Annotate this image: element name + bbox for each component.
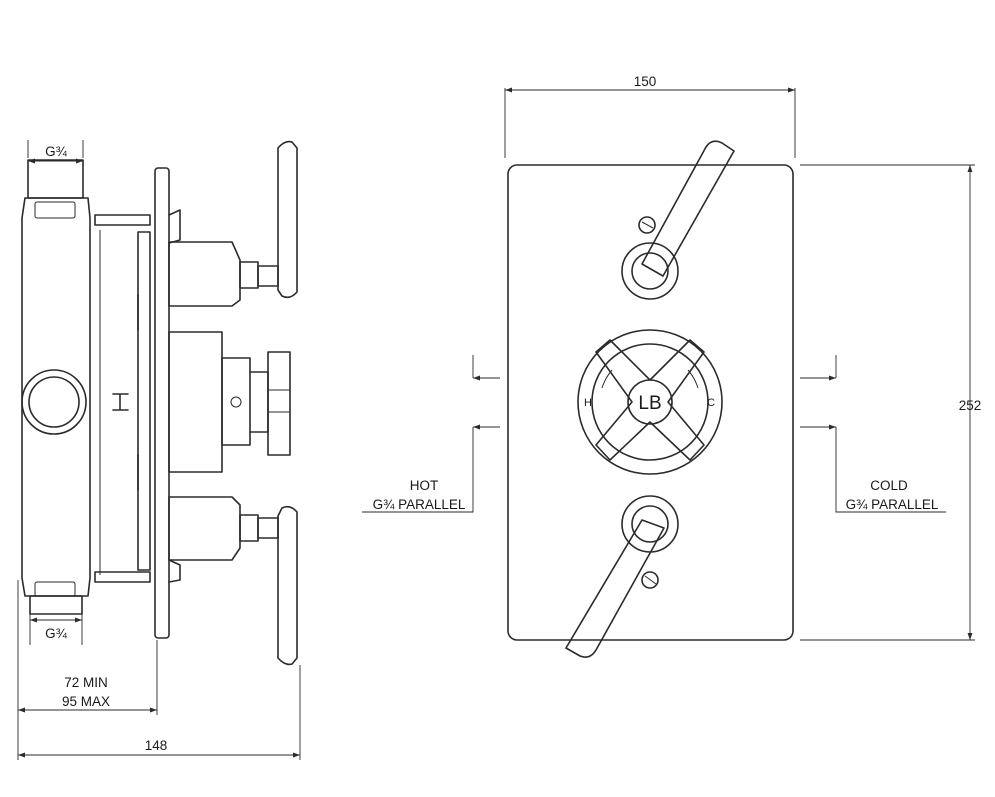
upper-knob-stem [239,261,259,289]
front-plate [507,164,794,641]
svg-text:COLD: COLD [870,478,908,493]
front-view: LB H C 150 252 [362,74,982,658]
lower-hub [631,505,669,543]
cold-inlet-callout: COLD G¾ PARALLEL [800,355,946,513]
cross-handle-side [267,351,291,456]
svg-text:G¾: G¾ [45,626,68,641]
dial-hot-mark: H [584,397,592,409]
upper-screw-slot [641,221,654,229]
lower-screw-slot [644,575,657,585]
plate-bosses [168,209,181,583]
svg-text:150: 150 [634,74,657,89]
upper-hub [631,252,669,290]
bottom-bolt [94,571,151,583]
dim-bottom-connection: G¾ [29,614,83,645]
lower-escutcheon [621,495,679,553]
brand-logo: LB [638,393,661,414]
dial-outer-ring [577,329,723,475]
thermostatic-dial: LB H C [577,329,723,475]
dim-top-connection: G¾ [27,140,84,164]
cross-handle-arms [268,389,290,413]
bottom-port-recess [34,581,76,597]
upper-lever [641,140,735,277]
inlet-boss-inner [28,376,80,428]
lower-lever-side [277,505,298,666]
upper-escutcheon [621,242,679,300]
top-bolt [94,214,151,226]
cover-plate [154,167,170,639]
dial-scale-marks [601,369,699,389]
svg-text:G¾ PARALLEL: G¾ PARALLEL [846,497,939,512]
hot-marker [112,393,129,411]
lower-flow-control [565,495,679,658]
dim-depth-range: 72 MIN 95 MAX [17,580,158,760]
dim-plate-height: 252 [800,164,982,641]
svg-text:148: 148 [145,738,168,753]
top-connection-stub [27,159,84,199]
top-port-recess [34,201,76,219]
rough-in-plate [137,231,151,571]
upper-flow-control [621,140,735,300]
bottom-connection-stub [29,595,83,615]
thermo-stem [221,357,251,446]
svg-text:72 MIN: 72 MIN [64,675,108,690]
svg-text:G¾: G¾ [45,144,68,159]
inlet-boss-outer [21,369,87,435]
lower-knob-stem [239,514,259,542]
dial-inner-ring [591,343,709,461]
dial-cold-mark: C [707,397,715,409]
lower-knob-collar [257,517,279,539]
hot-inlet-callout: HOT G¾ PARALLEL [362,355,500,513]
svg-text:G¾ PARALLEL: G¾ PARALLEL [373,497,466,512]
dim-plate-width: 150 [504,74,796,158]
thermo-body [168,331,223,473]
upper-knob-collar [257,265,279,287]
valve-body [21,197,91,597]
dial-centre-cap [627,379,673,425]
lower-knob-body [168,496,241,561]
upper-lever-side [277,140,298,299]
upper-knob-body [168,241,241,307]
lower-lever [565,519,665,658]
svg-text:252: 252 [959,398,982,413]
dim-overall-depth: 148 [18,665,301,760]
lower-screw [641,571,659,589]
thermo-index-dot [230,396,242,408]
svg-text:HOT: HOT [410,478,439,493]
thermo-collar [249,371,269,433]
upper-screw [638,216,656,234]
svg-text:95 MAX: 95 MAX [62,694,110,709]
side-view: G¾ G¾ 72 MIN 95 MAX 148 [17,140,301,760]
